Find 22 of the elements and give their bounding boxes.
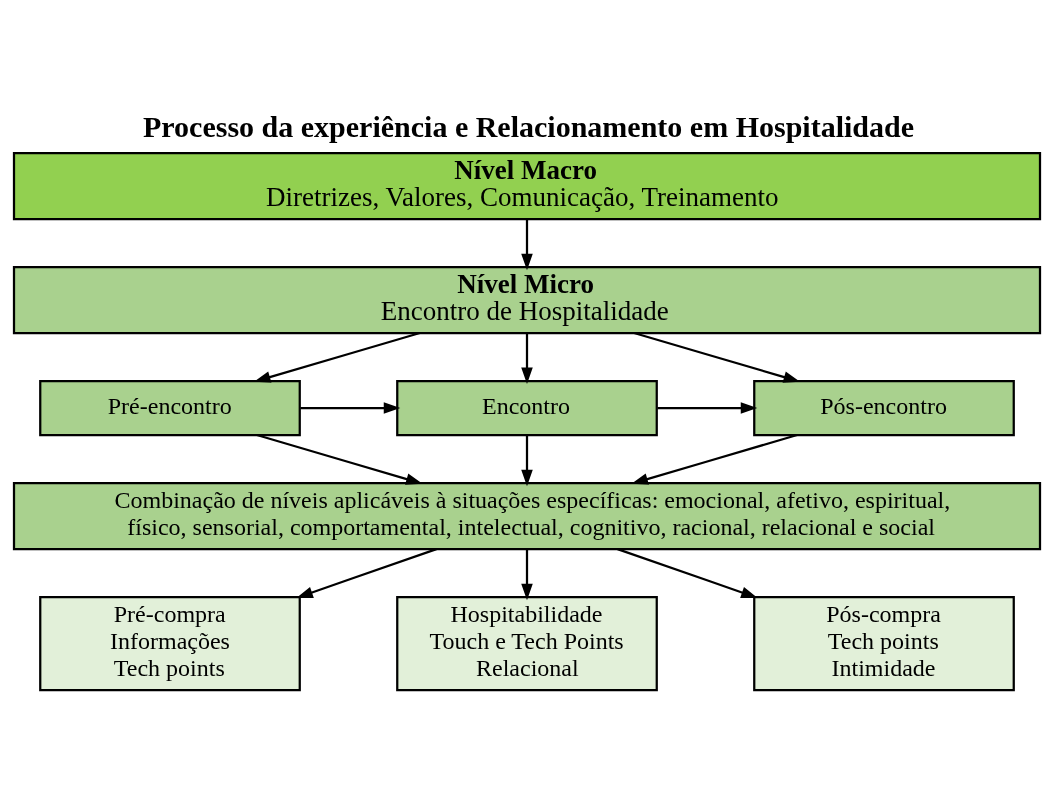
node-box: Nível Micro Encontro de Hospitalidade [12,265,1042,335]
node-box: Hospitabilidade Touch e Tech Points Relacional [396,595,658,692]
arrow [521,333,533,385]
arrow [296,548,437,598]
diagram-title: Processo da experiência e Relacionamento em Hospitalidade [143,109,915,143]
node-box: Pré-compra Informações Tech points [39,595,301,692]
arrow [633,331,800,383]
arrow [521,219,533,271]
arrow [521,435,533,487]
node-box: Encontro [396,379,658,437]
node-box: Nível Macro Diretrizes, Valores, Comunicação, Treinamento [12,151,1042,221]
arrow [617,548,758,598]
arrow [300,402,401,414]
arrow [657,402,758,414]
node-box: Combinação de níveis aplicáveis à situações específicas: emocional, afetivo, espiritual, físico, sensorial, comportamental, intelectual, cognitivo, racional, relacional e social [12,481,1042,551]
node-box: Pré-encontro [39,379,301,437]
node-box: Pós-encontro [753,379,1015,437]
arrow [631,433,798,485]
arrow [256,433,423,485]
arrow [254,331,421,383]
arrow [521,549,533,601]
node-box: Pós-compra Tech points Intimidade [753,595,1015,692]
